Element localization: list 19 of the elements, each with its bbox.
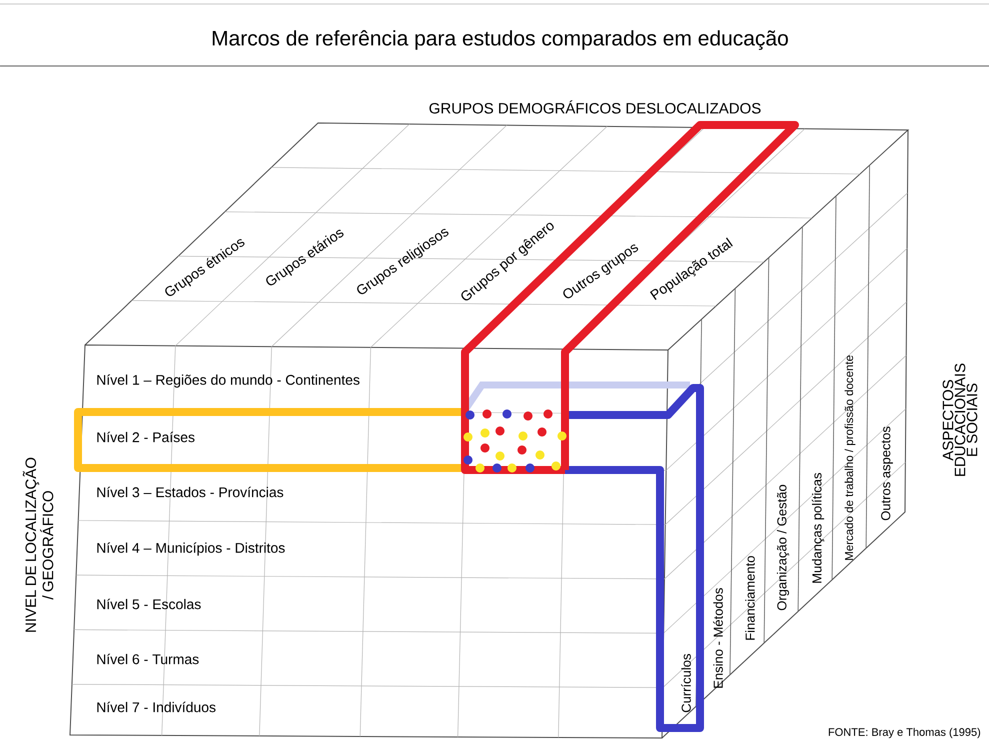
column-label: Financiamento	[745, 556, 755, 640]
column-label: Mercado de trabalho / profissão docente	[844, 356, 856, 560]
column-label: Organização / Gestão	[776, 484, 790, 610]
column-label: Ensino - Métodos	[713, 588, 723, 688]
row-label: Nível 6 - Turmas	[97, 654, 199, 664]
axis-title: NIVEL DE LOCALIZAÇÃO / GEOGRÁFICO	[22, 458, 54, 632]
title: Marcos de referência para estudos comparados em educação	[212, 30, 788, 50]
axis-title: GRUPOS DEMOGRÁFICOS DESLOCALIZADOS	[429, 100, 761, 114]
axis-title: ASPECTOS EDUCACIONAIS E SOCIAIS	[942, 364, 978, 476]
row-label: Nível 2 - Países	[97, 432, 194, 442]
column-label: Mudanças políticas	[812, 473, 824, 583]
source-note: FONTE: Bray e Thomas (1995)	[828, 728, 980, 738]
column-label: Outros aspectos	[881, 426, 893, 520]
row-label: Nível 7 - Indivíduos	[97, 702, 216, 712]
row-label: Nível 3 – Estados - Províncias	[97, 486, 284, 498]
row-label: Nível 4 – Municípios - Distritos	[97, 542, 285, 556]
row-label: Nível 5 - Escolas	[97, 598, 201, 610]
column-label: Currículos	[681, 654, 691, 712]
row-label: Nível 1 – Regiões do mundo - Continentes	[97, 374, 360, 388]
